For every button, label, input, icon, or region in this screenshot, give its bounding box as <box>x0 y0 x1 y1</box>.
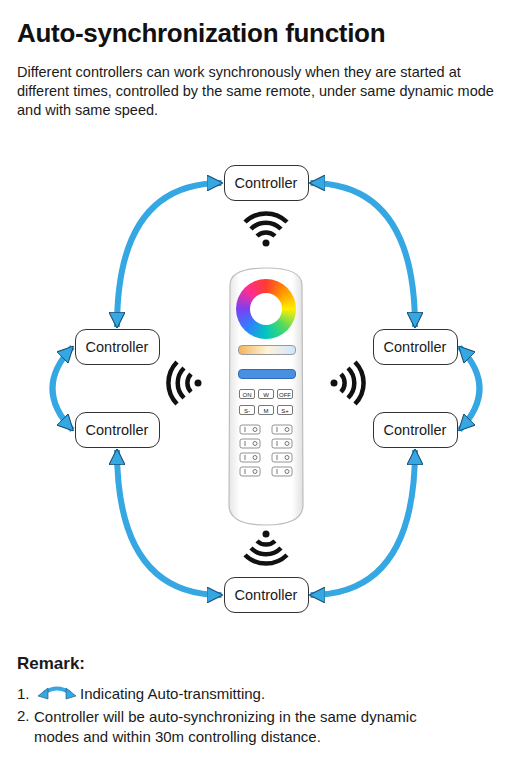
sync-arrow <box>53 347 73 430</box>
controller-box: Controller <box>373 412 458 448</box>
node-text: Controller <box>86 422 149 438</box>
sync-arrow <box>117 183 222 327</box>
button-label: W <box>258 389 274 399</box>
button-label: S+ <box>277 405 293 415</box>
sync-arrow <box>311 450 416 595</box>
controller-box: Controller <box>75 412 160 448</box>
color-wheel-center <box>250 293 282 325</box>
auto-transmit-icon <box>38 688 76 699</box>
controller-box: Controller <box>373 329 458 365</box>
brightness-slider <box>238 369 296 379</box>
white-slider <box>238 345 296 355</box>
button-label: OFF <box>277 389 293 399</box>
controller-box: Controller <box>224 165 309 201</box>
node-text: Controller <box>235 175 298 191</box>
button-label: ON <box>239 389 255 399</box>
button-label: M <box>258 405 274 415</box>
node-text: Controller <box>384 339 447 355</box>
remark-text: Controller will be auto-synchronizing in… <box>34 707 444 747</box>
remote-body <box>229 268 303 525</box>
signal-waves <box>168 213 363 563</box>
item-number: 1. <box>17 685 30 702</box>
controller-box: Controller <box>224 577 309 613</box>
remark-heading: Remark: <box>17 654 85 674</box>
title: Auto-synchronization function <box>17 18 385 49</box>
button-label: S- <box>239 405 255 415</box>
sync-arrow <box>460 347 480 430</box>
node-text: Controller <box>384 422 447 438</box>
node-text: Controller <box>86 339 149 355</box>
sync-arrow <box>117 450 222 595</box>
sync-arrow <box>311 183 416 327</box>
signal-dots <box>195 240 338 538</box>
zone-button-icons <box>245 427 289 474</box>
remark-text: Indicating Auto-transmitting. <box>80 685 265 702</box>
description-text: Different controllers can work synchrono… <box>17 63 507 120</box>
zone-buttons <box>240 425 292 476</box>
item-number: 2. <box>17 707 30 724</box>
controller-box: Controller <box>75 329 160 365</box>
node-text: Controller <box>235 587 298 603</box>
